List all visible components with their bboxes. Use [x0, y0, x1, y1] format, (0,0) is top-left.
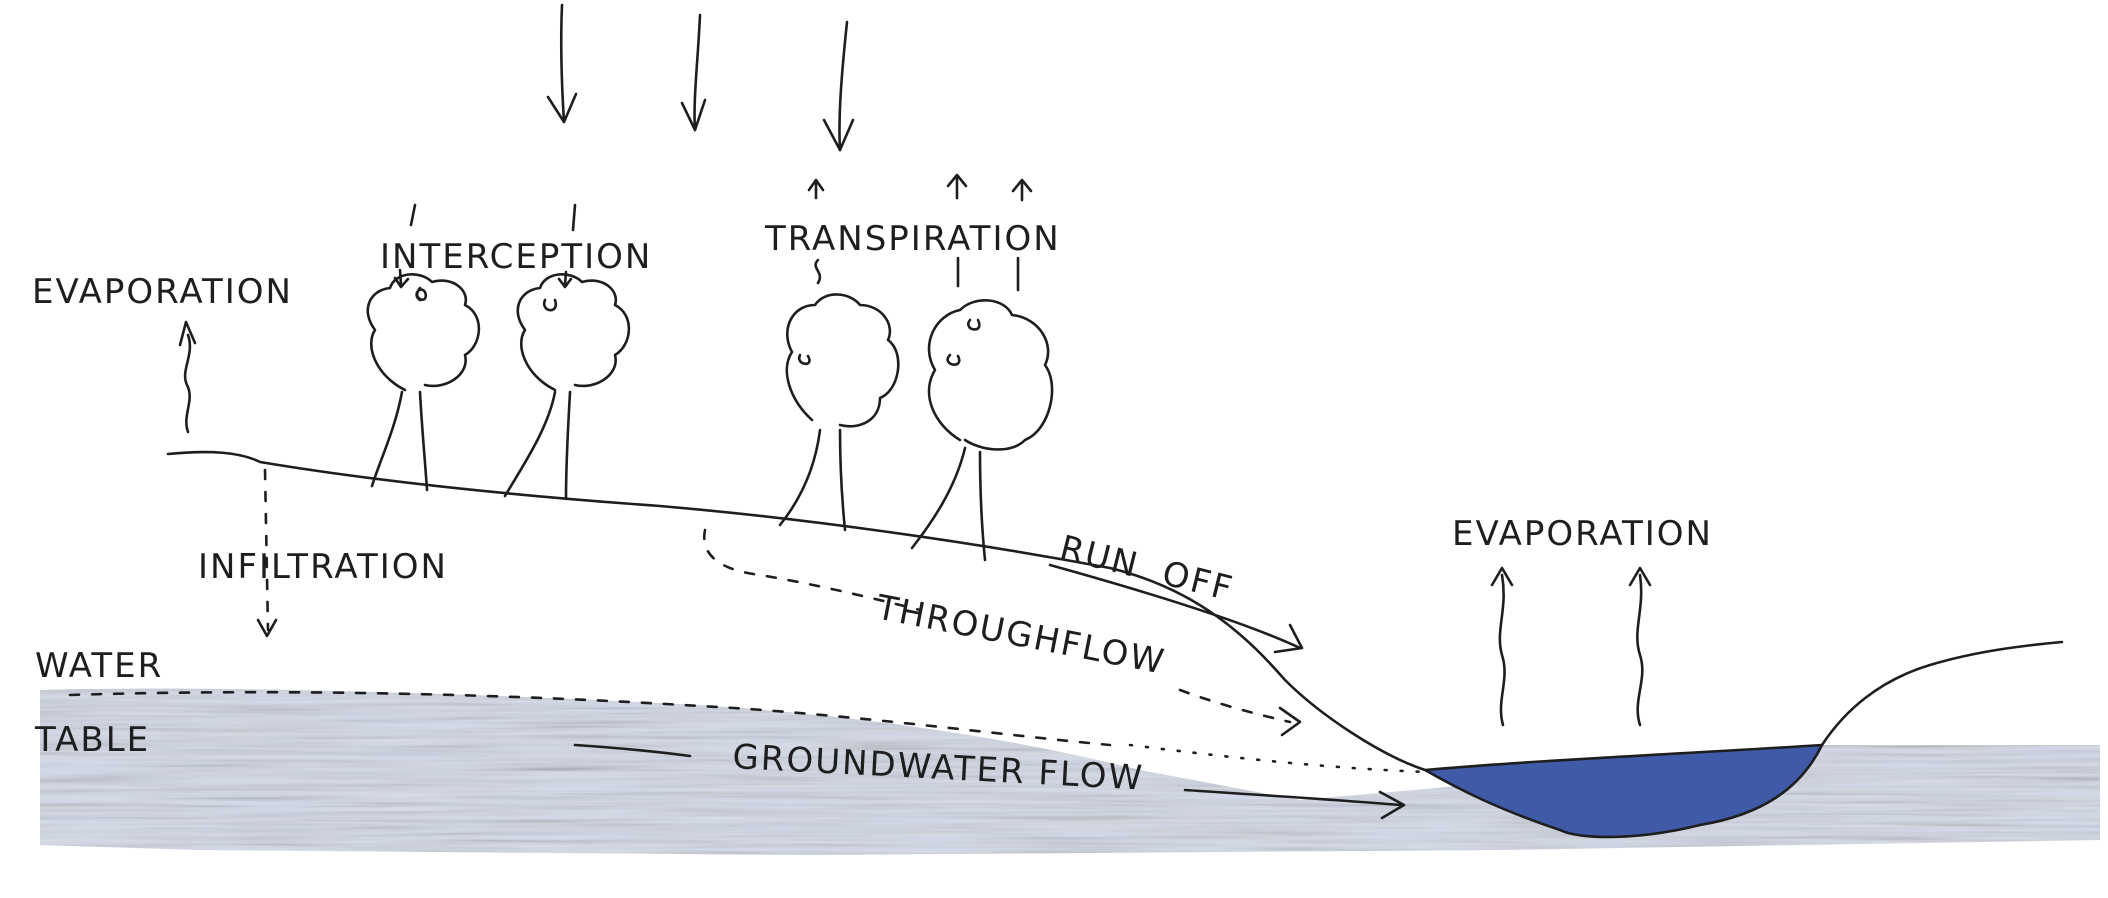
label-evaporation-water: EVAPORATION	[1452, 514, 1713, 554]
tree-4	[910, 299, 1054, 562]
evaporation-land-arrow	[178, 320, 197, 434]
groundwater-flow-arrow	[573, 743, 1406, 820]
tree-2	[503, 273, 631, 500]
tree-3	[778, 293, 900, 532]
tree-1	[366, 273, 481, 492]
label-water-table-1: WATER	[35, 646, 163, 686]
label-throughflow: THROUGHFLOW	[872, 587, 1168, 682]
water-table-line	[68, 690, 1112, 747]
label-infiltration: INFILTRATION	[198, 547, 448, 587]
precipitation-arrows	[546, 3, 855, 152]
label-water-table-2: TABLE	[34, 720, 150, 760]
transpiration-arrows	[807, 173, 1033, 292]
far-bank	[1820, 640, 2064, 747]
ground-surface	[166, 450, 1427, 772]
evaporation-water-arrows	[1490, 566, 1652, 727]
lake	[1420, 743, 1825, 839]
label-interception: INTERCEPTION	[380, 237, 652, 277]
label-run-off: RUN OFF	[1056, 528, 1238, 610]
infiltration-arrow	[256, 468, 278, 638]
interception-arrows	[393, 203, 577, 289]
label-transpiration: TRANSPIRATION	[764, 219, 1061, 259]
label-evaporation-land: EVAPORATION	[32, 272, 293, 312]
run-off-arrow	[1048, 563, 1304, 654]
throughflow-arrow	[702, 528, 1302, 737]
